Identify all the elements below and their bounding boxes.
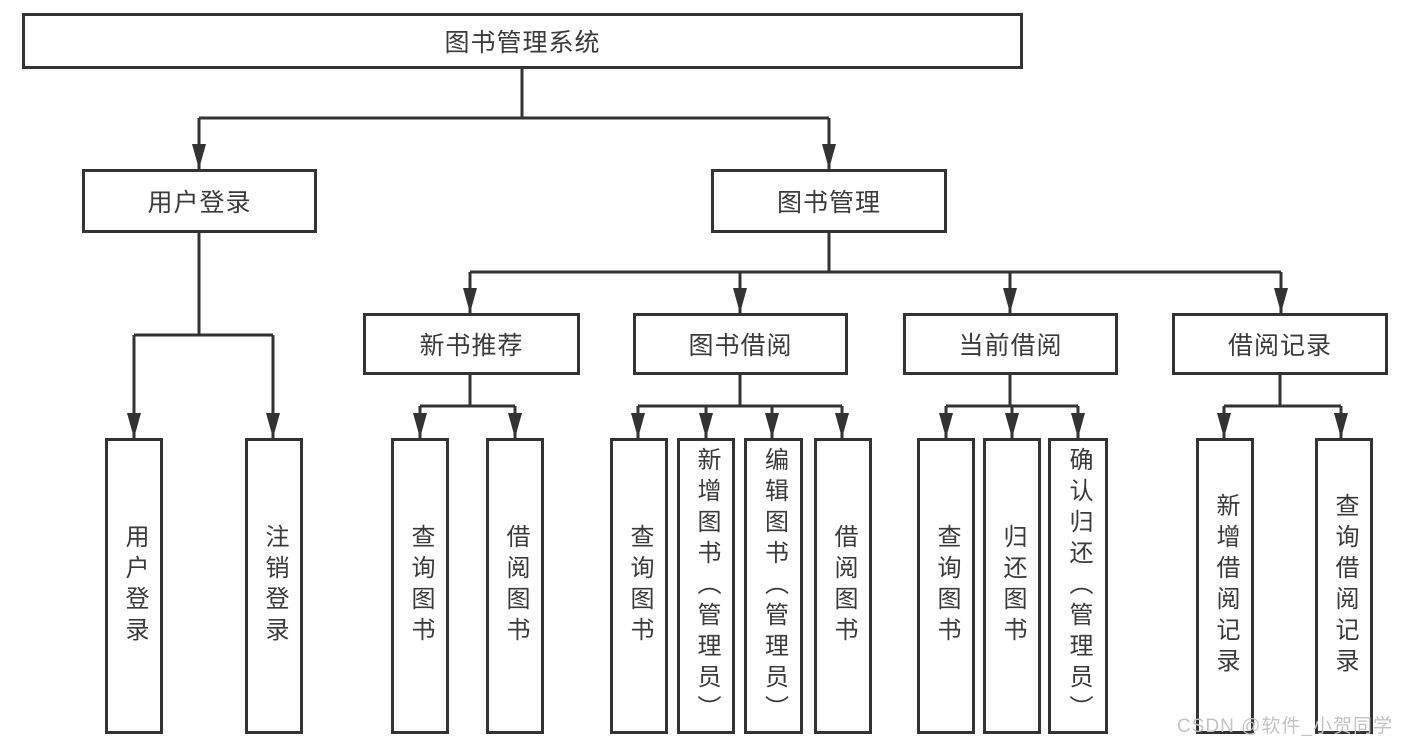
leaf-label: 新增借阅记录	[1212, 493, 1239, 679]
node-book-management: 图书管理	[711, 169, 947, 233]
leaf-borrow-books-borrow: 借阅图书	[814, 438, 872, 734]
leaf-label: 查询图书	[933, 524, 960, 648]
node-user-login: 用户登录	[82, 169, 317, 233]
leaf-confirm-return-admin: 确认归还（管理员）	[1048, 438, 1108, 734]
node-library-management-system: 图书管理系统	[22, 13, 1023, 69]
leaf-label: 注销登录	[261, 524, 288, 648]
leaf-query-borrow-record: 查询借阅记录	[1315, 438, 1373, 734]
leaf-edit-books-admin: 编辑图书（管理员）	[744, 438, 803, 734]
node-current-borrowing: 当前借阅	[903, 313, 1118, 375]
leaf-label: 查询借阅记录	[1331, 493, 1358, 679]
node-new-book-recommendation: 新书推荐	[363, 313, 580, 375]
leaf-user-login: 用户登录	[105, 438, 163, 734]
leaf-query-books-recommend: 查询图书	[391, 438, 449, 734]
node-book-borrowing: 图书借阅	[633, 313, 848, 375]
leaf-label: 查询图书	[407, 524, 434, 648]
node-borrowing-records: 借阅记录	[1172, 313, 1388, 375]
leaf-label: 用户登录	[121, 524, 148, 648]
leaf-label: 新增图书（管理员）	[693, 446, 720, 726]
leaf-query-books-borrow: 查询图书	[610, 438, 668, 734]
leaf-label: 查询图书	[626, 524, 653, 648]
leaf-label: 归还图书	[999, 524, 1026, 648]
leaf-label: 编辑图书（管理员）	[760, 446, 788, 726]
leaf-label: 借阅图书	[502, 524, 529, 648]
leaf-add-books-admin: 新增图书（管理员）	[677, 438, 735, 734]
leaf-query-books-current: 查询图书	[917, 438, 975, 734]
leaf-label: 借阅图书	[830, 524, 857, 648]
leaf-label: 确认归还（管理员）	[1065, 446, 1092, 726]
leaf-return-books: 归还图书	[983, 438, 1041, 734]
leaf-borrow-books-recommend: 借阅图书	[486, 438, 544, 734]
leaf-add-borrow-record: 新增借阅记录	[1196, 438, 1254, 734]
leaf-logout-login: 注销登录	[245, 438, 303, 734]
